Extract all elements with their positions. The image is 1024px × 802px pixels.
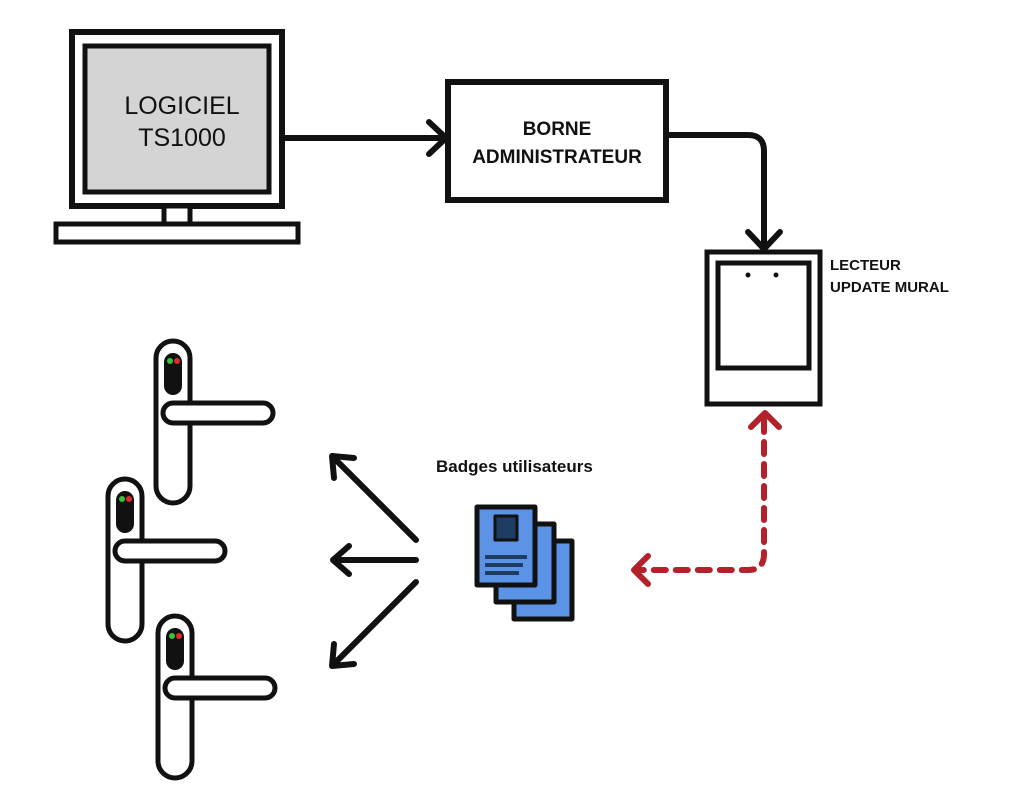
badge-cards-icon [474, 504, 575, 622]
arrow-admin-to-reader [663, 132, 783, 252]
admin-station-box [445, 79, 669, 203]
admin-station-label-line-2: ADMINISTRATEUR [472, 147, 642, 168]
computer-monitor-icon [53, 29, 301, 245]
software-label-line-2: TS1000 [138, 124, 226, 152]
dashed-link-reader-badges [631, 410, 782, 587]
electronic-door-handle-icon [108, 341, 275, 778]
wall-reader-icon [704, 249, 823, 407]
software-label: LOGICIEL TS1000 [92, 90, 272, 154]
wall-reader-label-line-2: UPDATE MURAL [830, 279, 949, 296]
badges-label: Badges utilisateurs [436, 457, 593, 476]
admin-station-label: BORNE ADMINISTRATEUR [452, 116, 662, 172]
wall-reader-label-line-1: LECTEUR [830, 257, 901, 274]
arrow-software-to-admin [279, 119, 449, 157]
admin-station-label-line-1: BORNE [522, 119, 592, 140]
software-label-line-1: LOGICIEL [124, 92, 240, 120]
arrows-badges-to-locks [329, 453, 419, 669]
wall-reader-label: LECTEUR UPDATE MURAL [830, 255, 949, 299]
